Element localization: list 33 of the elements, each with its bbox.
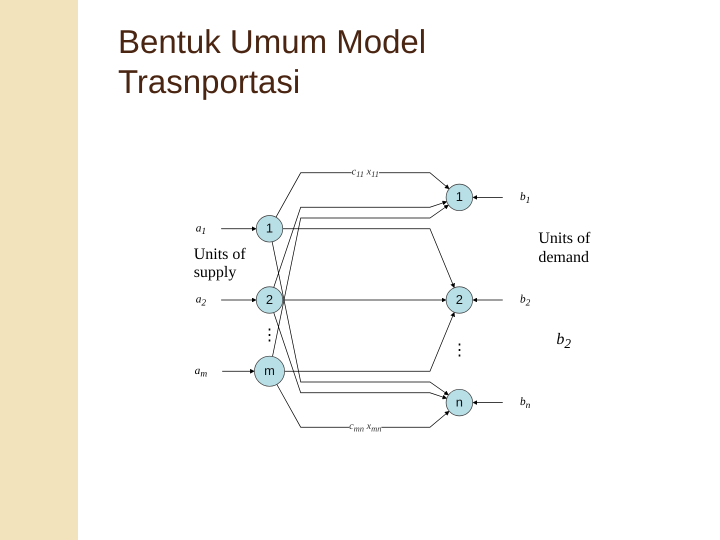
arrow	[273, 312, 447, 400]
edge-label: c$_{11}$ x$_{11}$	[352, 166, 380, 180]
arrow	[220, 298, 256, 302]
arrow	[472, 298, 504, 302]
node-circle: 2	[256, 286, 284, 314]
edge-label: c$_{mn}$ x$_{mn}$	[349, 420, 382, 434]
arrow	[220, 226, 256, 232]
node-text: a$_{1}$	[196, 221, 206, 236]
arrow	[222, 368, 255, 374]
vertical-ellipsis: ⋮	[262, 326, 278, 345]
node-text: b$_{1}$	[520, 190, 530, 205]
arrow	[282, 298, 446, 302]
annotation-label: Units of supply	[194, 246, 247, 283]
node-text: a$_{m}$	[194, 364, 208, 379]
arrow	[282, 228, 455, 288]
node-circle: m	[254, 356, 285, 387]
arrow	[472, 400, 504, 405]
arrow	[472, 195, 504, 200]
node-circle: 1	[256, 215, 284, 242]
node-text: b$_{2}$	[520, 292, 530, 308]
variable-label: b$_{2}$	[556, 330, 571, 352]
annotation-label: Units of demand	[538, 230, 592, 267]
node-circle: 2	[446, 286, 473, 314]
arrow	[272, 241, 449, 396]
arrow	[273, 200, 447, 288]
vertical-ellipsis: ⋮	[451, 342, 468, 361]
slide-title: Bentuk Umum Model Trasnportasi	[118, 22, 428, 102]
arrow	[272, 204, 449, 357]
node-text: b$_{n}$	[520, 394, 530, 410]
node-circle: 1	[446, 184, 473, 212]
node-circle: n	[446, 388, 473, 416]
node-text: a$_{2}$	[196, 292, 206, 308]
arrow	[284, 312, 455, 372]
